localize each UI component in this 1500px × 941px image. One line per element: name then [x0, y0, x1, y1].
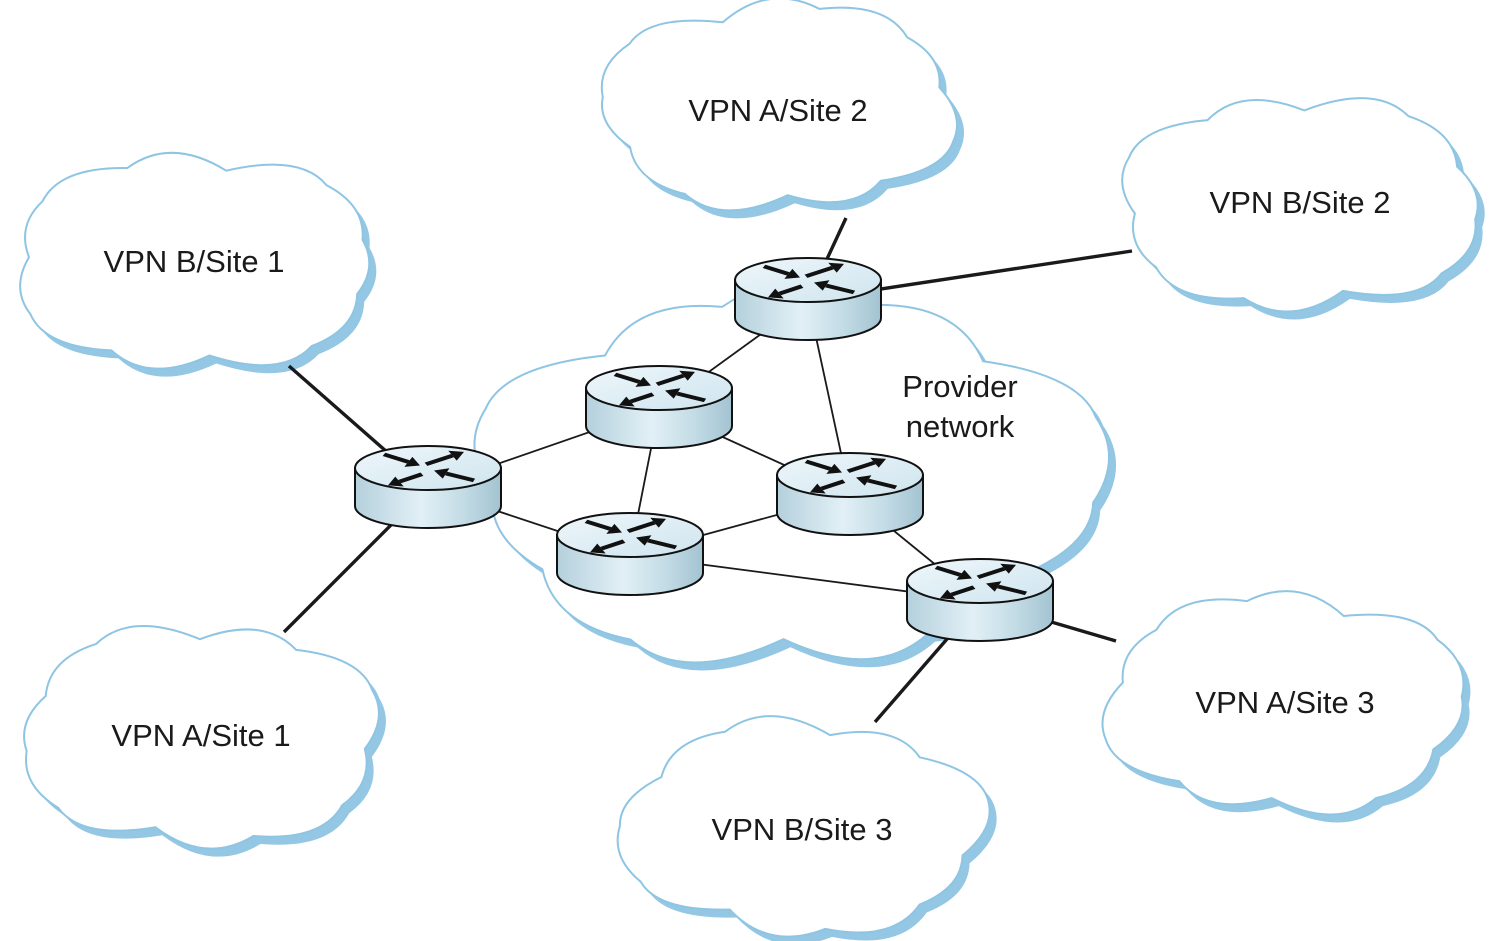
- router-arrows-icon: [762, 262, 856, 299]
- router-top: [585, 365, 733, 411]
- site-cloud-b3: [616, 715, 997, 941]
- cloud-shape: [19, 151, 371, 370]
- router-arrows-icon: [934, 563, 1028, 600]
- router-arrows-icon: [584, 517, 678, 554]
- router-r-inner-bottom: [556, 512, 704, 596]
- router-top: [556, 512, 704, 558]
- site-cloud-a2: [600, 0, 964, 219]
- router-arrows-icon: [382, 450, 476, 487]
- labels-layer: VPN A/Site 2 VPN B/Site 2 VPN B/Site 1 V…: [104, 93, 1391, 847]
- site-label-vpn-a-site-1: VPN A/Site 1: [111, 718, 290, 753]
- router-arrows-icon: [613, 370, 707, 407]
- site-cloud-a3: [1101, 590, 1471, 823]
- router-r-left: [354, 445, 502, 529]
- clouds-layer: [19, 0, 1485, 941]
- router-top: [734, 257, 882, 303]
- router-top: [906, 558, 1054, 604]
- site-cloud-b1: [19, 151, 377, 377]
- cloud-shape: [1101, 590, 1465, 816]
- site-cloud-b2: [1121, 97, 1485, 320]
- provider-network-label-line1: Provider: [902, 369, 1017, 404]
- provider-network-label-line2: network: [906, 409, 1015, 444]
- router-top: [776, 452, 924, 498]
- site-label-vpn-a-site-3: VPN A/Site 3: [1195, 685, 1374, 720]
- site-cloud-a1: [23, 625, 386, 857]
- router-r-inner-right: [776, 452, 924, 536]
- cloud-shape: [1121, 97, 1479, 313]
- cloud-shape: [23, 625, 380, 850]
- router-arrows-icon: [804, 457, 898, 494]
- router-r-inner-top: [585, 365, 733, 449]
- router-r-bottom-right: [906, 558, 1054, 642]
- site-label-vpn-a-site-2: VPN A/Site 2: [688, 93, 867, 128]
- router-r-top: [734, 257, 882, 341]
- router-top: [354, 445, 502, 491]
- cloud-shape: [616, 715, 991, 938]
- site-label-vpn-b-site-3: VPN B/Site 3: [712, 812, 893, 847]
- site-label-vpn-b-site-1: VPN B/Site 1: [104, 244, 285, 279]
- site-label-vpn-b-site-2: VPN B/Site 2: [1210, 185, 1391, 220]
- cloud-shape: [600, 0, 958, 212]
- routers-layer: [354, 257, 1054, 642]
